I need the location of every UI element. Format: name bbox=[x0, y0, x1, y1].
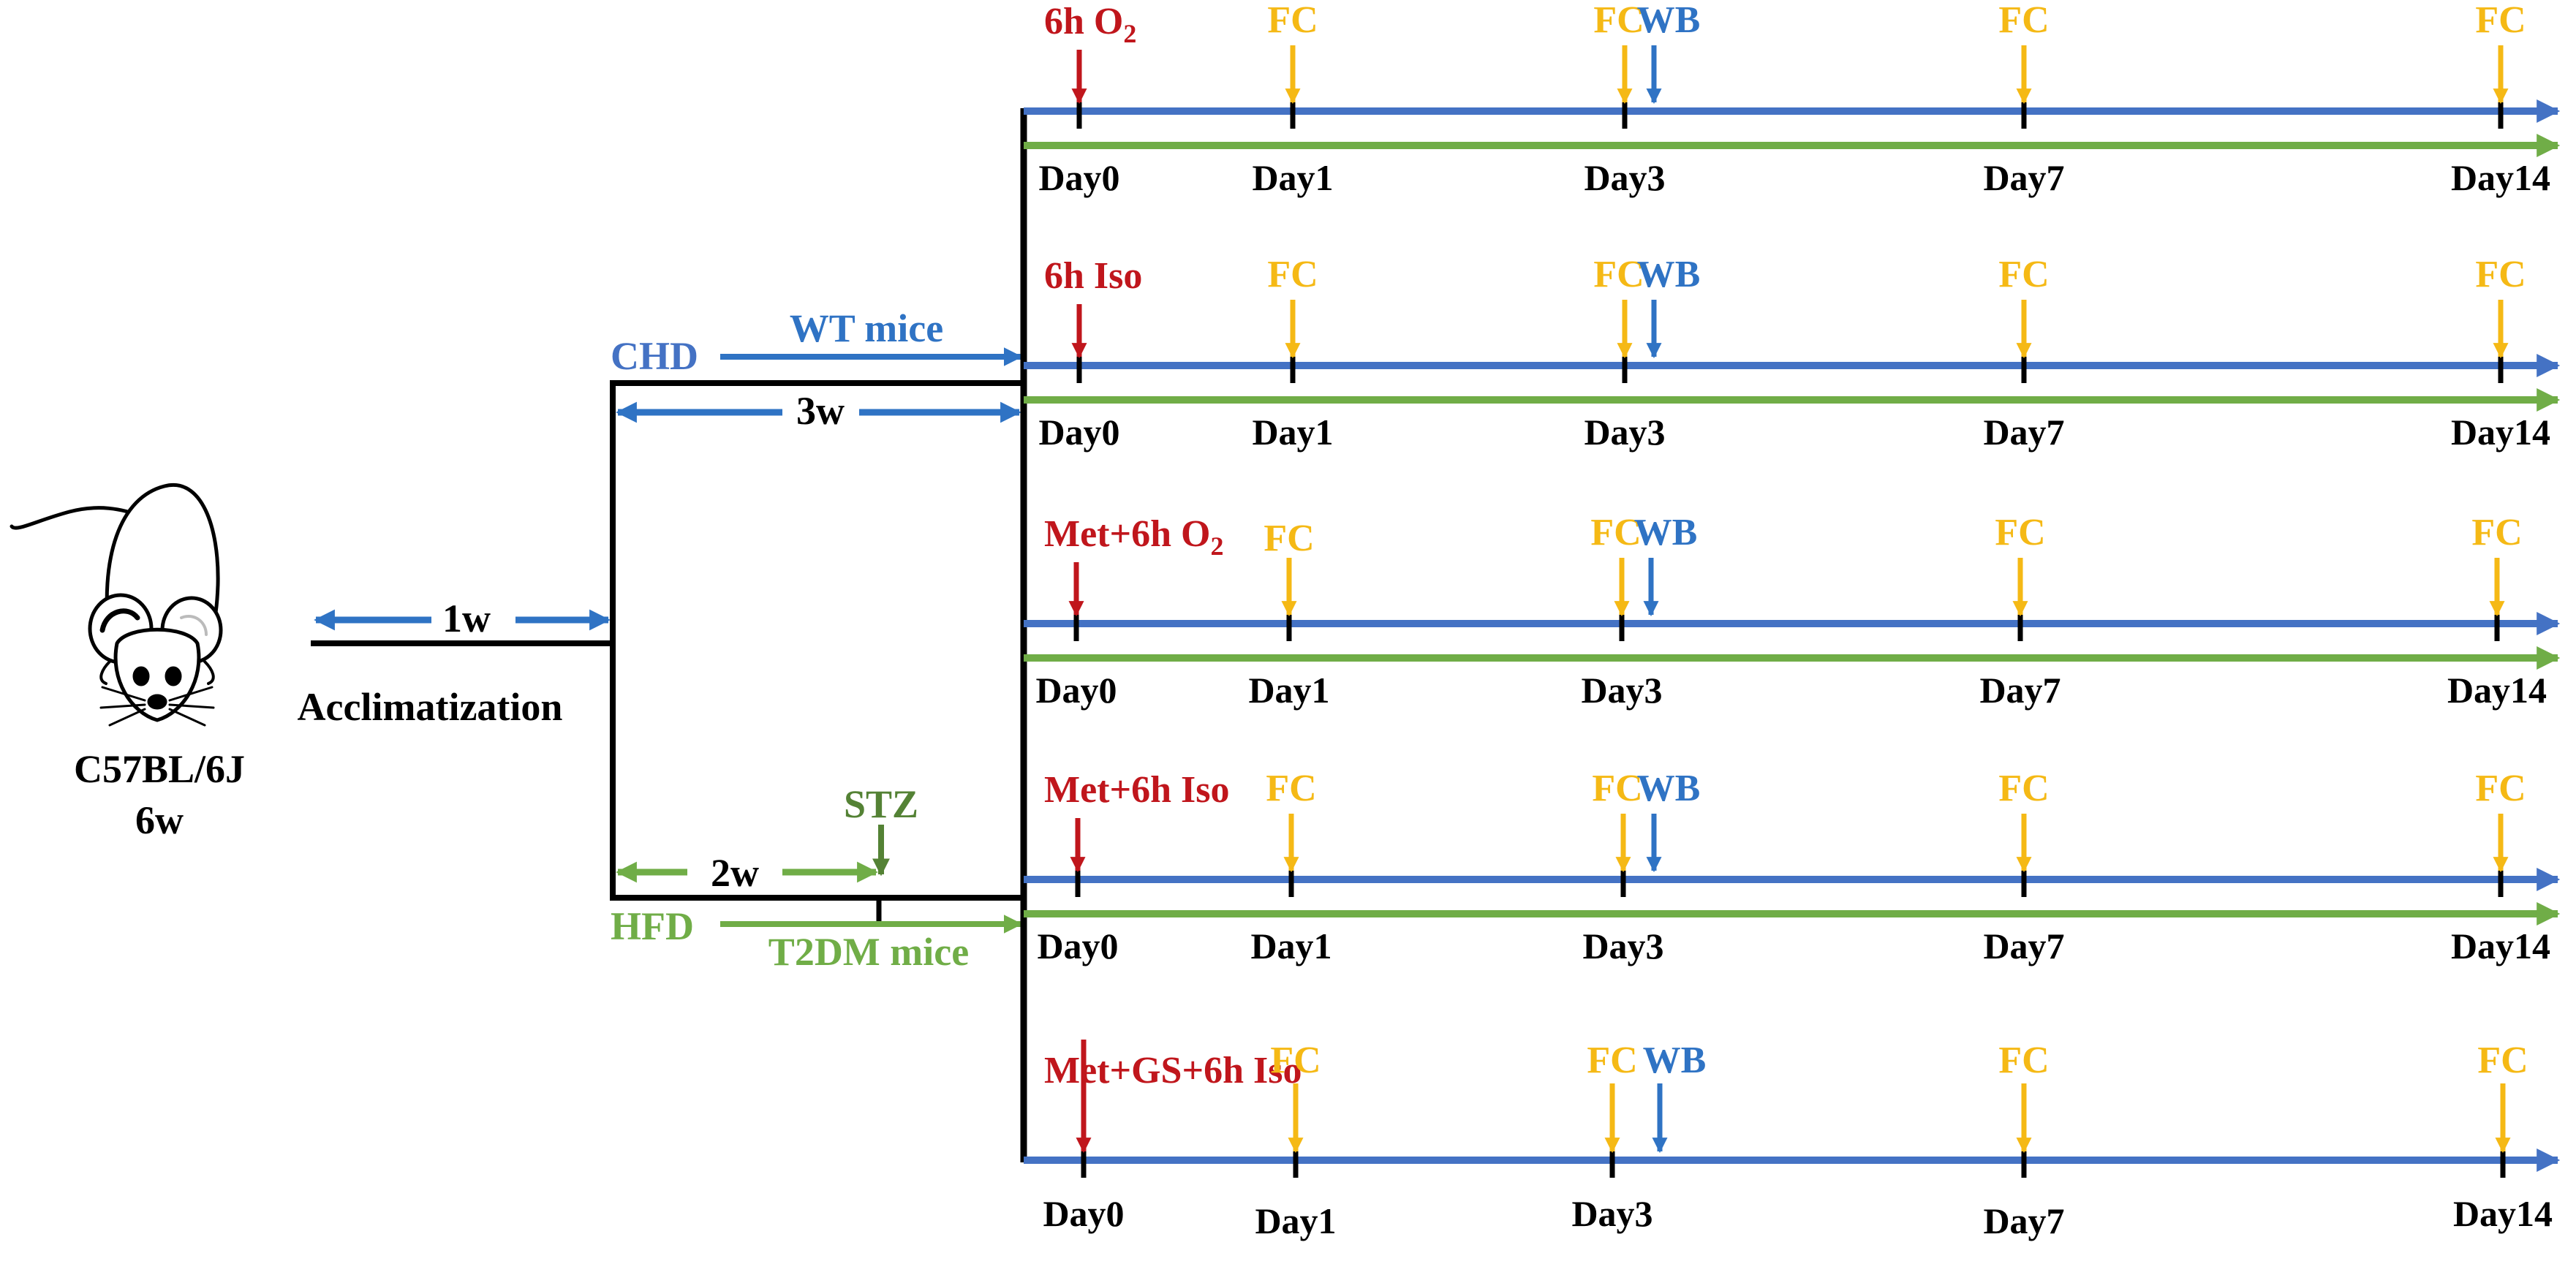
fc-label: FC bbox=[1264, 518, 1314, 559]
stz-label: STZ bbox=[844, 782, 918, 826]
wt-mice-label: WT mice bbox=[790, 306, 943, 350]
day-label: Day7 bbox=[1983, 926, 2064, 966]
day-label: Day3 bbox=[1584, 157, 1665, 198]
day-label: Day7 bbox=[1983, 1200, 2064, 1241]
day-label: Day14 bbox=[2447, 670, 2547, 711]
day-label: Day14 bbox=[2451, 926, 2550, 966]
wb-label: WB bbox=[1637, 768, 1701, 809]
treatment-name: 6h Iso bbox=[1044, 255, 1142, 297]
treatment-name: Met+GS+6h Iso bbox=[1044, 1050, 1302, 1091]
fc-label: FC bbox=[1995, 512, 2045, 553]
treatment-subscript: 2 bbox=[1123, 19, 1136, 48]
day-label: Day1 bbox=[1248, 670, 1329, 711]
day-label: Day0 bbox=[1043, 1193, 1124, 1234]
mouse-strain-label: C57BL/6J bbox=[74, 747, 245, 791]
wb-label: WB bbox=[1637, 0, 1701, 41]
fc-label: FC bbox=[1270, 1040, 1321, 1081]
fc-label: FC bbox=[1998, 1040, 2049, 1081]
day-label: Day14 bbox=[2451, 412, 2550, 453]
treatment-label: 6h Iso bbox=[1044, 255, 1142, 297]
treatment-name: Met+6h O bbox=[1044, 513, 1210, 555]
fc-label: FC bbox=[2475, 254, 2526, 295]
fc-label: FC bbox=[2477, 1040, 2528, 1081]
hfd-duration-label: 2w bbox=[711, 851, 759, 895]
treatment-label: 6h O2 bbox=[1044, 1, 1136, 48]
fc-label: FC bbox=[2475, 768, 2526, 809]
fc-label: FC bbox=[2471, 512, 2522, 553]
chd-duration-label: 3w bbox=[796, 389, 845, 433]
day-label: Day1 bbox=[1252, 157, 1333, 198]
day-label: Day0 bbox=[1038, 412, 1119, 453]
treatment-label: Met+GS+6h Iso bbox=[1044, 1050, 1302, 1091]
day-label: Day3 bbox=[1581, 670, 1662, 711]
day-label: Day0 bbox=[1038, 157, 1119, 198]
fc-label: FC bbox=[1590, 512, 1641, 553]
day-label: Day0 bbox=[1037, 926, 1118, 966]
fc-label: FC bbox=[1267, 254, 1318, 295]
fc-label: FC bbox=[1592, 768, 1642, 809]
day-label: Day0 bbox=[1035, 670, 1117, 711]
mouse-age-label: 6w bbox=[135, 798, 184, 842]
mouse-icon bbox=[10, 482, 223, 727]
fc-label: FC bbox=[1267, 0, 1318, 41]
treatment-label: Met+6h Iso bbox=[1044, 769, 1230, 811]
fc-label: FC bbox=[1593, 254, 1644, 295]
wb-label: WB bbox=[1643, 1040, 1707, 1081]
day-label: Day3 bbox=[1582, 926, 1663, 966]
acclimatization-duration: 1w bbox=[442, 597, 491, 640]
chd-label: CHD bbox=[611, 334, 698, 378]
day-label: Day1 bbox=[1250, 926, 1332, 966]
treatment-name: 6h O bbox=[1044, 1, 1123, 42]
day-label: Day3 bbox=[1584, 412, 1665, 453]
fc-label: FC bbox=[2475, 0, 2526, 41]
day-label: Day1 bbox=[1252, 412, 1333, 453]
fc-label: FC bbox=[1998, 254, 2049, 295]
fc-label: FC bbox=[1998, 768, 2049, 809]
fc-label: FC bbox=[1998, 0, 2049, 41]
treatment-name: Met+6h Iso bbox=[1044, 769, 1230, 811]
day-label: Day3 bbox=[1571, 1193, 1653, 1234]
day-label: Day7 bbox=[1983, 157, 2064, 198]
day-label: Day14 bbox=[2453, 1193, 2553, 1234]
day-label: Day7 bbox=[1979, 670, 2061, 711]
fc-label: FC bbox=[1266, 768, 1316, 809]
hfd-label: HFD bbox=[611, 904, 694, 948]
acclimatization-label: Acclimatization bbox=[298, 685, 563, 729]
fc-label: FC bbox=[1593, 0, 1644, 41]
fc-label: FC bbox=[1587, 1040, 1637, 1081]
wb-label: WB bbox=[1634, 512, 1698, 553]
treatment-subscript: 2 bbox=[1210, 531, 1223, 561]
wb-label: WB bbox=[1637, 254, 1701, 295]
day-label: Day7 bbox=[1983, 412, 2064, 453]
day-label: Day14 bbox=[2451, 157, 2550, 198]
day-label: Day1 bbox=[1255, 1200, 1336, 1241]
treatment-label: Met+6h O2 bbox=[1044, 513, 1223, 561]
t2dm-mice-label: T2DM mice bbox=[768, 930, 969, 974]
